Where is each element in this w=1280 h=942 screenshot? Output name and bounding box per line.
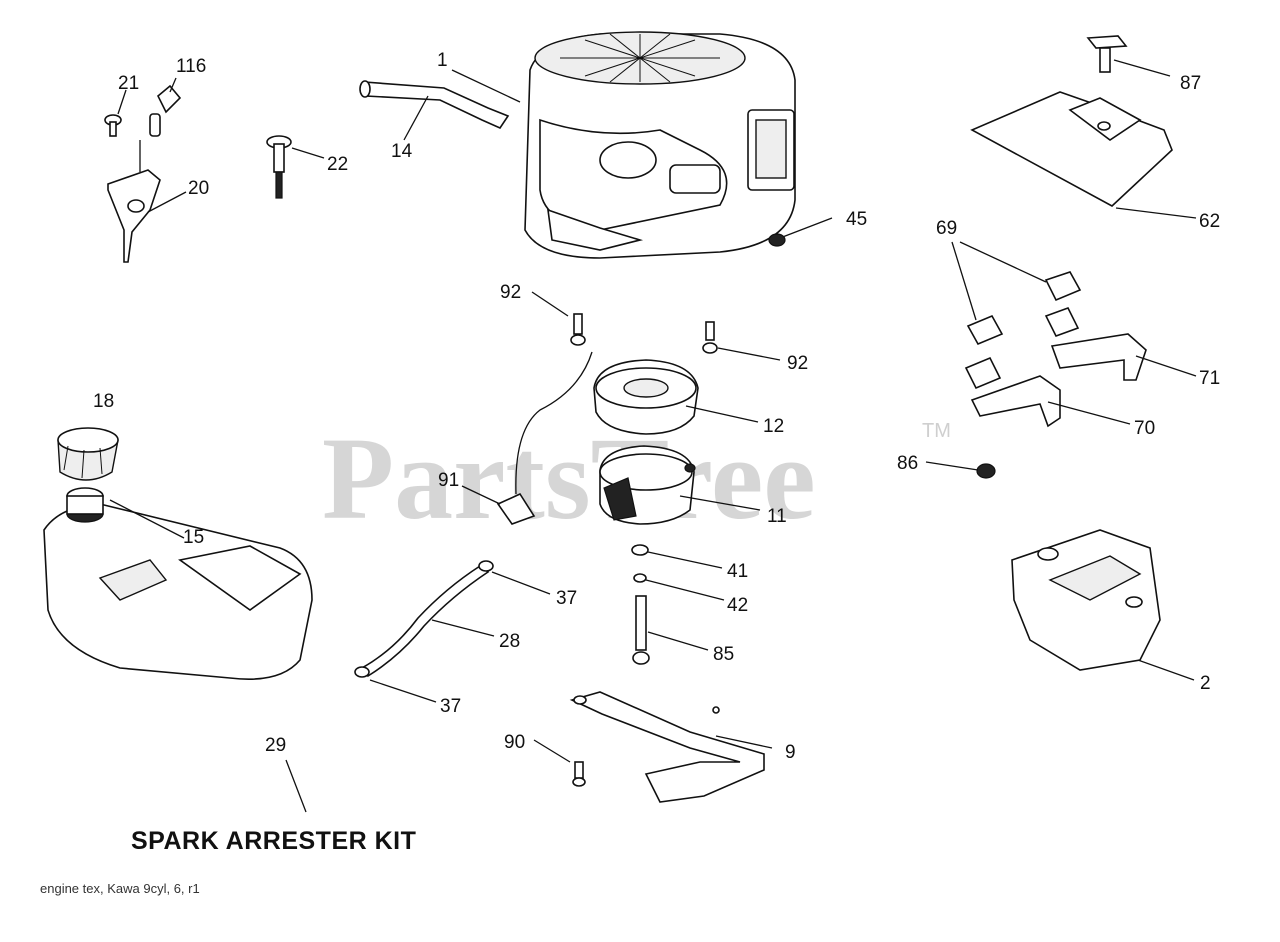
callout-87[interactable]: 87 (1180, 73, 1201, 94)
callout-20[interactable]: 20 (188, 178, 209, 199)
part-fuel-tank-15 (43, 487, 313, 680)
part-gaskets-69 (964, 271, 1082, 390)
callout-92-top[interactable]: 92 (500, 282, 521, 303)
part-fuel-cap-18 (57, 427, 119, 481)
footer-code: engine tex, Kawa 9cyl, 6, r1 (40, 881, 200, 896)
part-engine (524, 31, 796, 259)
callout-2[interactable]: 2 (1200, 673, 1211, 694)
part-bolt-92b (702, 321, 718, 354)
callout-41[interactable]: 41 (727, 561, 748, 582)
part-clutch-11 (599, 445, 696, 525)
part-oil-drain (768, 217, 833, 247)
part-bracket-20 (107, 140, 161, 263)
callout-28[interactable]: 28 (499, 631, 520, 652)
callout-18[interactable]: 18 (93, 391, 114, 412)
callout-91[interactable]: 91 (438, 470, 459, 491)
callout-labels: 1 116 21 87 14 22 20 62 45 69 92 92 71 1… (93, 50, 1220, 763)
part-muffler-2 (1011, 529, 1161, 671)
callout-37-bottom[interactable]: 37 (440, 696, 461, 717)
callout-9[interactable]: 9 (785, 742, 796, 763)
callout-116[interactable]: 116 (176, 56, 206, 77)
callout-42[interactable]: 42 (727, 595, 748, 616)
leader-lines (109, 59, 1197, 813)
part-pulley-12 (593, 359, 699, 435)
part-dipstick-tube (359, 80, 510, 130)
part-bracket-9 (569, 691, 765, 803)
callout-62[interactable]: 62 (1199, 211, 1220, 232)
part-exhaust-pipes (970, 333, 1147, 428)
part-washer-41 (631, 544, 649, 556)
callout-22[interactable]: 22 (327, 154, 348, 175)
callout-21[interactable]: 21 (118, 73, 139, 94)
callout-37-top[interactable]: 37 (556, 588, 577, 609)
part-fuel-line-28 (354, 560, 494, 678)
part-bolt-85 (632, 595, 650, 665)
watermark-text: PartsTree (322, 413, 816, 544)
callout-1[interactable]: 1 (437, 50, 448, 71)
part-bolt-90 (572, 761, 586, 787)
part-nut-86 (976, 463, 996, 479)
part-shutoff-116 (149, 84, 182, 137)
part-screw-21 (104, 114, 122, 137)
part-shield-62 (970, 91, 1173, 207)
callout-15[interactable]: 15 (183, 527, 204, 548)
callout-70[interactable]: 70 (1134, 418, 1155, 439)
callout-45[interactable]: 45 (846, 209, 867, 230)
part-washer-42 (633, 573, 647, 583)
part-washer-91 (496, 492, 536, 525)
part-bolt-92a (570, 313, 586, 346)
callout-11[interactable]: 11 (767, 506, 787, 527)
part-bolt-87 (1086, 35, 1128, 73)
spark-arrester-kit-label: SPARK ARRESTER KIT (131, 827, 416, 855)
callout-69[interactable]: 69 (936, 218, 957, 239)
callout-86[interactable]: 86 (897, 453, 918, 474)
callout-92-right[interactable]: 92 (787, 353, 808, 374)
part-plug-22 (266, 135, 292, 199)
callout-85[interactable]: 85 (713, 644, 734, 665)
watermark-tm: TM (922, 420, 951, 442)
callout-14[interactable]: 14 (391, 141, 413, 162)
callout-29[interactable]: 29 (265, 735, 286, 756)
callout-71[interactable]: 71 (1199, 368, 1220, 389)
callout-12[interactable]: 12 (763, 416, 784, 437)
callout-90[interactable]: 90 (504, 732, 525, 753)
